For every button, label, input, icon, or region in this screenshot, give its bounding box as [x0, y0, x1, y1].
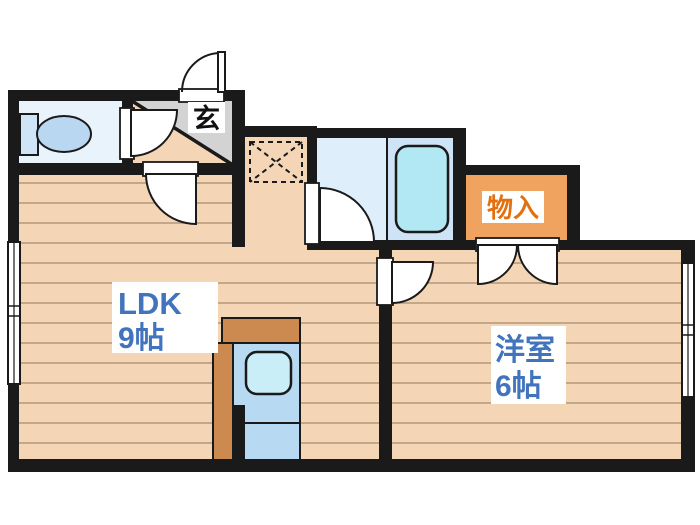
dashed-hatch-symbol: [249, 141, 303, 183]
entrance-door-leaf: [217, 51, 226, 93]
western-room-label: 洋室: [495, 333, 555, 367]
storage-door-left: [477, 244, 519, 286]
wall-top: [8, 90, 243, 101]
ldk-label: LDK: [118, 286, 182, 321]
bathtub: [394, 144, 450, 234]
wall-bottom: [8, 459, 695, 472]
western-room-label-box: [491, 326, 566, 404]
door-swings: [130, 51, 558, 305]
corridor-floor: [243, 137, 309, 250]
bathroom-door: [319, 186, 376, 243]
wall-storage-top: [453, 165, 580, 175]
western-room-floor: [392, 250, 683, 462]
wall-bath-top: [307, 128, 463, 138]
wall-storage-east: [567, 165, 580, 250]
kitchen-counter-top: [221, 317, 301, 344]
storage-label: 物入: [487, 193, 539, 223]
ldk-label-box: [112, 282, 218, 353]
wall-bath-east: [453, 128, 466, 250]
wall-kitchen-stub: [233, 405, 245, 462]
wall-hall-south: [8, 163, 243, 175]
labels: LDK 9帖 洋室 6帖 物入 玄: [112, 102, 566, 404]
toilet-bowl: [36, 115, 92, 153]
toilet-door: [130, 109, 179, 158]
toilet-tank: [19, 113, 39, 156]
western-room-size-label: 6帖: [495, 370, 542, 403]
western-room-door-opening: [376, 257, 394, 306]
entrance-door-arc: [180, 52, 220, 93]
storage-label-box: [482, 191, 544, 223]
entrance-label-box: [188, 102, 225, 133]
ldk-size-label: 9帖: [118, 322, 165, 355]
kitchen-unit: [212, 317, 301, 462]
bathroom-door-opening: [304, 182, 320, 245]
kitchen-counter-side: [212, 342, 234, 462]
wall-corridor-top: [232, 126, 317, 137]
window-left: [7, 241, 21, 385]
window-right: [681, 262, 695, 398]
entrance-label: 玄: [193, 103, 220, 134]
kitchen-sink-basin: [244, 350, 293, 396]
hall-door: [144, 173, 197, 226]
western-room-door: [391, 261, 435, 305]
wall-hall-east: [232, 90, 245, 247]
storage-door-right: [516, 244, 558, 286]
